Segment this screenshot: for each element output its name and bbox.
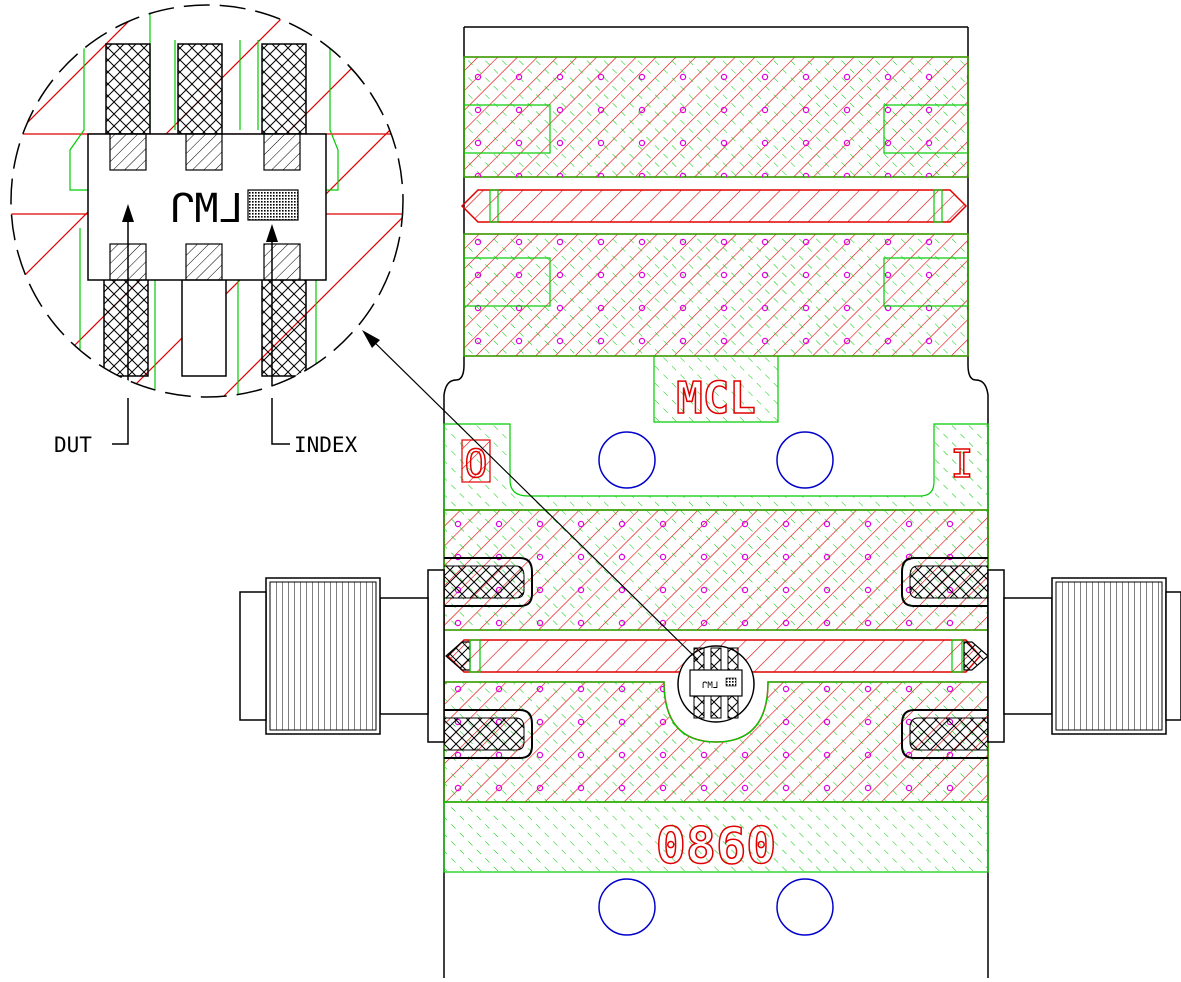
mcl-label-pad: MCL (653, 356, 779, 425)
mount-hole-icon (776, 431, 834, 489)
part-number-pad: 0860 (443, 801, 989, 876)
svg-text:ᒋMᒧ: ᒋMᒧ (702, 681, 719, 691)
index-mark (247, 189, 299, 221)
dut-callout-label: DUT (54, 433, 92, 457)
port-right-label: I (951, 442, 974, 486)
launch-pad-top-left (444, 557, 533, 607)
mount-hole-icon (776, 878, 834, 936)
lower-ground-plane-1 (443, 509, 989, 631)
port-label-left: O (461, 439, 491, 487)
port-left-label: O (465, 442, 488, 486)
lower-ground-plane-2 (443, 681, 989, 803)
launch-pad-bottom-right (901, 709, 988, 759)
mount-hole-icon (598, 878, 656, 936)
sma-connector-right (987, 569, 1181, 743)
top-ground-plane-2 (463, 233, 969, 357)
port-label-right: I (950, 441, 974, 487)
board-outline (443, 26, 989, 978)
index-callout: INDEX (271, 398, 358, 457)
mount-hole-icon (598, 431, 656, 489)
detail-leader-line (362, 330, 699, 661)
dut-callout: DUT (54, 398, 129, 457)
device-marking: ᒋMᒧ (169, 186, 243, 232)
dut-footprint-small: ᒋMᒧ (677, 645, 755, 723)
zoom-detail: ᒋMᒧ (10, 4, 404, 398)
top-through-line (460, 189, 968, 223)
launch-pad-bottom-left (444, 709, 533, 759)
sma-connector-left (239, 569, 445, 743)
launch-pad-top-right (901, 557, 988, 607)
part-number-label: 0860 (656, 817, 776, 875)
top-ground-plane-1 (463, 56, 969, 178)
middle-soldermask-area (443, 423, 989, 511)
mcl-label: MCL (676, 373, 755, 424)
index-callout-label: INDEX (294, 433, 358, 457)
